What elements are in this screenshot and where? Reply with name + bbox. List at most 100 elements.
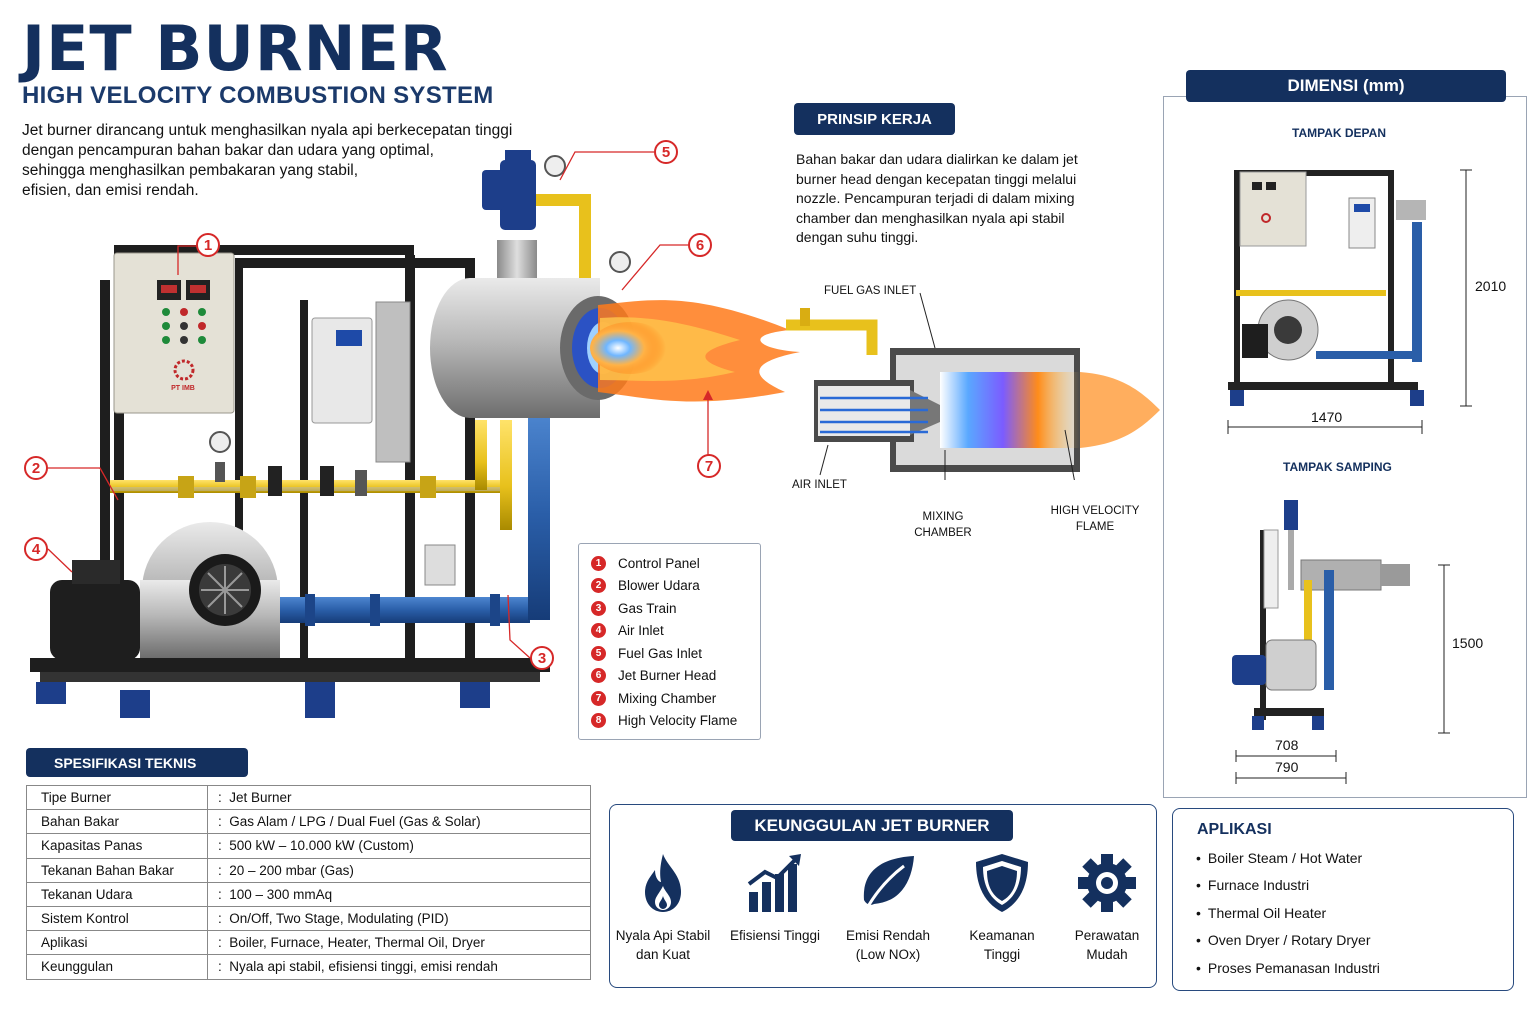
callout-2: 2: [24, 456, 48, 480]
high-velocity-flame-label: HIGH VELOCITY FLAME: [1045, 503, 1145, 535]
legend-item: 3 Gas Train: [591, 598, 677, 618]
aplikasi-header: APLIKASI: [1197, 821, 1272, 838]
aplikasi-panel: [1172, 808, 1514, 991]
advantage-label: Tinggi: [983, 947, 1021, 962]
table-row: Tekanan Udara: 100 – 300 mmAq: [26, 881, 591, 907]
advantage-label: dan Kuat: [635, 947, 691, 962]
mixing-chamber-line: CHAMBER: [914, 527, 972, 539]
mixing-chamber-line: MIXING: [922, 511, 964, 523]
spec-key: Tipe Burner: [26, 784, 208, 811]
tampak-samping-label: TAMPAK SAMPING: [1283, 460, 1392, 474]
table-row: Sistem Kontrol: On/Off, Two Stage, Modul…: [26, 905, 591, 932]
advantage-label: Nyala Api Stabil: [615, 928, 711, 943]
side-width-inner-dimension: 708: [1275, 737, 1299, 753]
spec-key: Bahan Bakar: [26, 809, 208, 835]
legend-number: 8: [591, 712, 606, 728]
side-height-dimension: 1500: [1452, 635, 1484, 651]
front-width-dimension: 1470: [1311, 409, 1343, 425]
spec-table: Tipe Burner: Jet Burner Bahan Bakar: Gas…: [26, 784, 591, 980]
prinsip-line: chamber dan menghasilkan nyala api stabi…: [796, 209, 1065, 226]
spec-value: : 100 – 300 mmAq: [207, 881, 591, 907]
intro-line: sehingga menghasilkan pembakaran yang st…: [22, 162, 359, 179]
keunggulan-panel: [609, 804, 1157, 988]
callout-leaders: [47, 151, 709, 659]
advantage-label: Keamanan: [969, 928, 1035, 943]
legend-item: 8 High Velocity Flame: [591, 710, 737, 730]
advantage-item: Nyala Api Stabil dan Kuat: [606, 852, 720, 964]
advantage-item: Emisi Rendah(Low NOx): [831, 852, 945, 964]
legend-number: 6: [591, 667, 606, 683]
front-view: [1227, 169, 1472, 434]
prinsip-line: burner head dengan kecepatan tinggi mela…: [796, 170, 1077, 187]
advantage-item: Efisiensi Tinggi: [718, 852, 832, 945]
callout-7: 7: [697, 454, 721, 478]
spec-key: Tekanan Bahan Bakar: [26, 857, 208, 883]
tampak-depan-label: TAMPAK DEPAN: [1292, 126, 1386, 140]
legend-item: 7 Mixing Chamber: [591, 688, 716, 708]
table-row: Tipe Burner: Jet Burner: [26, 784, 591, 811]
prinsip-kerja-text: Bahan bakar dan udara dialirkan ke dalam…: [796, 150, 1136, 248]
flame-icon: [645, 854, 681, 912]
jet-burner-illustration: PT IMB: [30, 150, 800, 718]
intro-line: efisien, dan emisi rendah.: [22, 182, 199, 199]
table-row: Kapasitas Panas: 500 kW – 10.000 kW (Cus…: [26, 833, 591, 859]
advantage-label: (Low NOx): [855, 947, 921, 962]
keunggulan-header: KEUNGGULAN JET BURNER: [731, 810, 1013, 841]
intro-text: Jet burner dirancang untuk menghasilkan …: [22, 121, 572, 201]
legend-number: 2: [591, 577, 606, 593]
blower-motor: [50, 522, 280, 660]
legend-label: Mixing Chamber: [618, 690, 717, 706]
legend-number: 7: [591, 690, 606, 706]
table-row: Aplikasi: Boiler, Furnace, Heater, Therm…: [26, 930, 591, 956]
advantage-label: Mudah: [1086, 947, 1128, 962]
legend-label: Jet Burner Head: [618, 667, 717, 683]
table-row: Bahan Bakar: Gas Alam / LPG / Dual Fuel …: [26, 809, 591, 835]
dimension-drawings: [1227, 169, 1472, 784]
prinsip-kerja-header: PRINSIP KERJA: [794, 103, 955, 135]
legend-label: Fuel Gas Inlet: [618, 645, 703, 661]
spec-key: Sistem Kontrol: [26, 905, 208, 932]
legend-label: Gas Train: [618, 600, 677, 616]
aplikasi-item: Oven Dryer / Rotary Dryer: [1196, 932, 1371, 948]
legend-label: High Velocity Flame: [618, 712, 738, 728]
prinsip-line: nozzle. Pencampuran terjadi di dalam mix…: [796, 190, 1075, 206]
spesifikasi-header: SPESIFIKASI TEKNIS: [26, 748, 248, 777]
aplikasi-item: Thermal Oil Heater: [1196, 905, 1326, 921]
spec-value: : Boiler, Furnace, Heater, Thermal Oil, …: [207, 930, 591, 956]
callout-3: 3: [530, 646, 554, 670]
spec-value: : Gas Alam / LPG / Dual Fuel (Gas & Sola…: [207, 809, 591, 835]
table-row: Tekanan Bahan Bakar: 20 – 200 mbar (Gas): [26, 857, 591, 883]
spec-value: : On/Off, Two Stage, Modulating (PID): [207, 905, 591, 932]
fuel-gas-inlet-label: FUEL GAS INLET: [824, 285, 917, 297]
callout-6: 6: [688, 233, 712, 257]
callout-4: 4: [24, 537, 48, 561]
legend-number: 1: [591, 555, 606, 571]
legend-item: 6 Jet Burner Head: [591, 665, 716, 685]
air-flow-arrows: [820, 396, 928, 434]
legend-number: 3: [591, 600, 606, 616]
spec-value: : Nyala api stabil, efisiensi tinggi, em…: [207, 954, 591, 980]
aplikasi-item: Furnace Industri: [1196, 877, 1309, 893]
side-view: [1232, 500, 1450, 784]
aplikasi-item: Proses Pemanasan Industri: [1196, 960, 1380, 976]
high-velocity-flame-line: FLAME: [1075, 521, 1115, 533]
advantage-label: Efisiensi Tinggi: [729, 928, 821, 943]
panel-logo: PT IMB: [171, 385, 195, 392]
leaf-icon: [863, 856, 914, 911]
legend-number: 4: [591, 622, 606, 638]
air-inlet-label: AIR INLET: [792, 479, 847, 491]
dimensi-header: DIMENSI (mm): [1186, 70, 1506, 102]
cutaway-diagram: [786, 292, 1160, 480]
intro-line: dengan pencampuran bahan bakar dan udara…: [22, 142, 434, 159]
aplikasi-item: Boiler Steam / Hot Water: [1196, 850, 1362, 866]
arrow-icon: [703, 390, 713, 400]
advantage-label: Perawatan: [1074, 928, 1140, 943]
gear-icon: [1078, 854, 1136, 912]
